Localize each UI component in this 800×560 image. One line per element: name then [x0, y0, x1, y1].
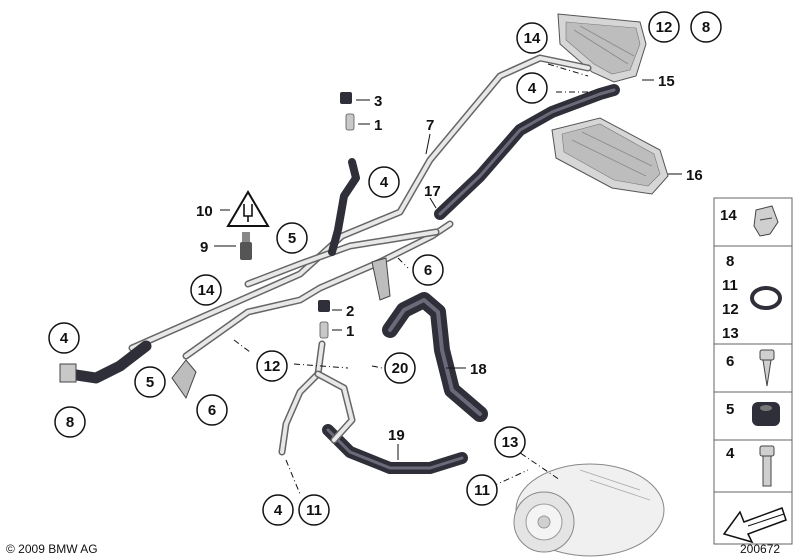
- svg-text:12: 12: [656, 19, 673, 36]
- svg-text:4: 4: [528, 80, 537, 97]
- legend-label-14: 14: [720, 207, 737, 224]
- ac-line-7: [128, 54, 592, 352]
- svg-text:6: 6: [208, 402, 216, 419]
- svg-text:12: 12: [264, 358, 281, 375]
- leader-lines: [233, 63, 594, 495]
- callout-10: 10: [196, 203, 230, 220]
- grommet-icon: [752, 402, 780, 426]
- callout-19: 19: [388, 427, 405, 460]
- ac-line-lower: [182, 220, 454, 360]
- svg-text:16: 16: [686, 167, 703, 184]
- arrow-icon: [722, 507, 787, 544]
- svg-text:11: 11: [306, 502, 322, 519]
- callout-1-mid: 1: [332, 323, 354, 340]
- svg-text:8: 8: [702, 19, 710, 36]
- ac-compressor: [513, 463, 665, 557]
- callout-4-bottom: 4: [262, 494, 294, 526]
- legend-label-13: 13: [722, 325, 739, 342]
- svg-text:17: 17: [424, 183, 441, 200]
- svg-text:4: 4: [60, 330, 69, 347]
- svg-text:5: 5: [288, 230, 296, 247]
- hose-19: [322, 424, 468, 474]
- ac-line-riser: [278, 158, 360, 456]
- svg-text:9: 9: [200, 239, 208, 256]
- callout-1-top: 1: [358, 117, 382, 134]
- svg-text:8: 8: [66, 414, 74, 431]
- callout-8-top: 8: [690, 11, 722, 43]
- svg-text:6: 6: [424, 262, 432, 279]
- screw-icon: [759, 349, 775, 387]
- callout-13: 13: [494, 426, 526, 458]
- legend-label-5: 5: [726, 401, 734, 418]
- svg-text:14: 14: [198, 282, 215, 299]
- bolt-icon: [759, 445, 775, 487]
- callout-4-mid: 4: [368, 166, 400, 198]
- hose-17: [434, 84, 620, 220]
- pressure-sensor-9: [240, 232, 252, 260]
- svg-text:3: 3: [374, 93, 382, 110]
- callout-4-top: 4: [516, 72, 548, 104]
- callout-18: 18: [446, 361, 487, 378]
- valve-cap-3: [340, 92, 352, 104]
- bracket-part-16: [551, 117, 669, 195]
- svg-text:4: 4: [380, 174, 389, 191]
- legend-label-4: 4: [726, 445, 735, 462]
- callout-6-mid: 6: [412, 254, 444, 286]
- parts-legend: 14 8 11 12 13 6 5 4: [713, 197, 793, 545]
- legend-label-11: 11: [722, 277, 738, 294]
- o-ring-icon: [750, 286, 782, 310]
- bracket-part-15: [557, 13, 647, 83]
- valve-core-1-mid: [319, 321, 329, 339]
- legend-label-12: 12: [722, 301, 739, 318]
- callout-14-left: 14: [190, 274, 222, 306]
- callout-14-top: 14: [516, 22, 548, 54]
- svg-text:10: 10: [196, 203, 213, 220]
- legend-label-6: 6: [726, 353, 734, 370]
- callout-6-low: 6: [196, 394, 228, 426]
- svg-text:7: 7: [426, 117, 434, 134]
- callout-5-mid: 5: [276, 222, 308, 254]
- diagram-number: 200672: [740, 542, 781, 556]
- hose-left-end: [59, 340, 152, 384]
- callout-2: 2: [332, 303, 354, 320]
- callout-11-bottom: 11: [298, 494, 330, 526]
- svg-text:1: 1: [374, 117, 382, 134]
- svg-text:14: 14: [524, 30, 541, 47]
- callout-16: 16: [668, 167, 703, 184]
- svg-text:20: 20: [392, 360, 409, 377]
- svg-text:1: 1: [346, 323, 354, 340]
- svg-text:18: 18: [470, 361, 487, 378]
- bracket-part-6-low: [171, 359, 197, 400]
- clip-icon: [753, 205, 779, 237]
- bracket-part-6-mid: [371, 257, 391, 301]
- copyright-text: © 2009 BMW AG: [6, 542, 98, 556]
- callout-20: 20: [384, 352, 416, 384]
- callout-17: 17: [424, 183, 441, 209]
- callout-11-right: 11: [466, 474, 498, 506]
- callout-5-low: 5: [134, 366, 166, 398]
- callout-9: 9: [200, 239, 236, 256]
- svg-text:4: 4: [274, 502, 283, 519]
- svg-text:5: 5: [146, 374, 154, 391]
- callout-12-top: 12: [648, 11, 680, 43]
- callout-7: 7: [425, 117, 434, 155]
- valve-cap-2: [318, 300, 330, 312]
- callout-8-left: 8: [54, 406, 86, 438]
- callout-3: 3: [356, 93, 382, 110]
- svg-text:13: 13: [502, 434, 519, 451]
- callout-4-left: 4: [48, 322, 80, 354]
- callout-15: 15: [642, 73, 675, 90]
- svg-text:2: 2: [346, 303, 354, 320]
- svg-text:11: 11: [474, 482, 490, 499]
- warning-triangle-10: [226, 190, 270, 227]
- valve-core-1-top: [345, 113, 355, 131]
- svg-text:15: 15: [658, 73, 675, 90]
- svg-text:19: 19: [388, 427, 405, 444]
- legend-label-8: 8: [726, 253, 734, 270]
- callout-12-mid: 12: [256, 350, 288, 382]
- hose-18: [382, 292, 488, 422]
